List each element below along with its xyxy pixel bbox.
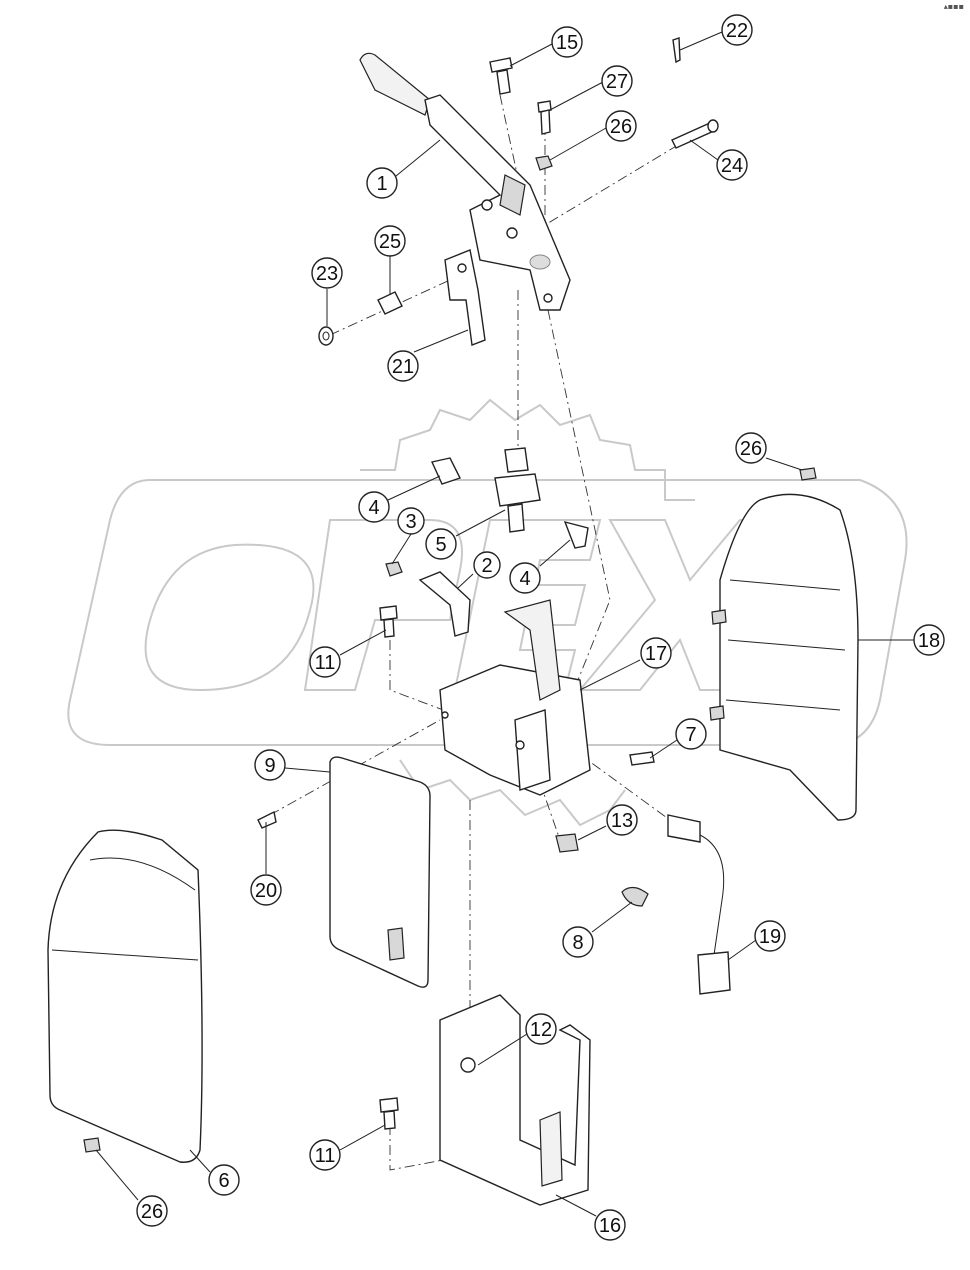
svg-text:4: 4 [519,568,530,590]
svg-text:15: 15 [556,32,578,54]
svg-text:11: 11 [315,1145,336,1167]
callout-6[interactable]: 6 [208,1164,240,1196]
callout-18[interactable]: 18 [913,624,945,656]
svg-text:26: 26 [740,438,762,460]
svg-text:27: 27 [606,71,628,93]
svg-text:16: 16 [599,1215,621,1237]
callout-1[interactable]: 1 [366,167,398,199]
callout-8[interactable]: 8 [562,926,594,958]
part-15-bolt [489,57,513,95]
part-26-nut [535,155,553,171]
part-11-bolt-lower [379,1097,399,1130]
callout-23[interactable]: 23 [311,257,343,289]
svg-text:4: 4 [368,497,379,519]
svg-text:12: 12 [530,1019,552,1041]
part-6-front-cover [47,829,203,1163]
part-22-cotter-pin [672,37,681,64]
part-27-bolt [537,100,552,135]
callout-26[interactable]: 26 [605,110,637,142]
svg-text:26: 26 [610,116,632,138]
svg-text:18: 18 [918,630,940,652]
callout-15[interactable]: 15 [551,26,583,58]
part-1-handbrake-lever [359,52,571,311]
callout-11[interactable]: 11 [309,646,341,678]
part-26-screw-lower-left [83,1137,101,1153]
callout-2[interactable]: 2 [473,551,501,579]
callout-16[interactable]: 16 [594,1209,626,1241]
part-24-pin [671,119,719,149]
part-9-plate [329,756,431,988]
part-19-sensor-harness [667,814,731,995]
callout-26[interactable]: 26 [136,1195,168,1227]
callout-26[interactable]: 26 [735,432,767,464]
part-17-mounting-bracket [439,599,591,796]
part-26-screw-upper-right [799,467,817,481]
part-25-spacer [377,291,403,315]
callout-7[interactable]: 7 [675,718,707,750]
corner-mark: ▴▪▪▪ [943,2,964,11]
part-7-screw [629,751,655,766]
svg-text:1: 1 [376,173,387,195]
callout-12[interactable]: 12 [525,1013,557,1045]
part-23-washer [318,326,334,346]
callout-17[interactable]: 17 [640,637,672,669]
part-4-fitting-right [563,520,589,549]
svg-text:11: 11 [315,652,336,674]
part-20-screw [257,810,277,829]
part-11-bolt-upper [379,605,398,638]
svg-text:22: 22 [726,20,748,42]
part-2-bracket [418,571,471,637]
callout-21[interactable]: 21 [387,350,419,382]
part-13-nut [555,833,579,853]
callout-20[interactable]: 20 [250,874,282,906]
part-21-bracket [444,249,486,346]
callout-5[interactable]: 5 [425,528,457,560]
svg-text:20: 20 [255,880,277,902]
svg-text:6: 6 [218,1170,229,1192]
part-8-plug [621,886,649,907]
callout-9[interactable]: 9 [254,749,286,781]
callout-11[interactable]: 11 [309,1139,341,1171]
svg-text:23: 23 [316,263,338,285]
svg-text:3: 3 [405,511,416,533]
svg-text:24: 24 [721,155,743,177]
svg-text:25: 25 [379,231,401,253]
callout-3[interactable]: 3 [397,507,425,535]
svg-text:21: 21 [392,356,414,378]
svg-text:9: 9 [264,755,275,777]
part-5-valve [494,447,541,533]
callouts: 15 22 27 26 24 1 25 23 21 26 4 3 5 2 4 1… [136,14,945,1241]
callout-leaders [95,31,914,1217]
svg-text:13: 13 [611,810,633,832]
svg-text:2: 2 [481,555,492,577]
callout-4[interactable]: 4 [358,491,390,523]
svg-text:7: 7 [685,724,696,746]
part-18-rear-cover [709,493,859,821]
part-3-nut [385,561,403,577]
svg-text:5: 5 [435,534,446,556]
callout-25[interactable]: 25 [374,225,406,257]
svg-text:8: 8 [572,932,583,954]
svg-text:19: 19 [759,926,781,948]
callout-19[interactable]: 19 [754,920,786,952]
callout-22[interactable]: 22 [721,14,753,46]
callout-13[interactable]: 13 [606,804,638,836]
svg-text:26: 26 [141,1201,163,1223]
part-16-lower-bracket [439,994,591,1206]
callout-27[interactable]: 27 [601,65,633,97]
svg-text:17: 17 [645,643,667,665]
callout-24[interactable]: 24 [716,149,748,181]
callout-4[interactable]: 4 [509,562,541,594]
